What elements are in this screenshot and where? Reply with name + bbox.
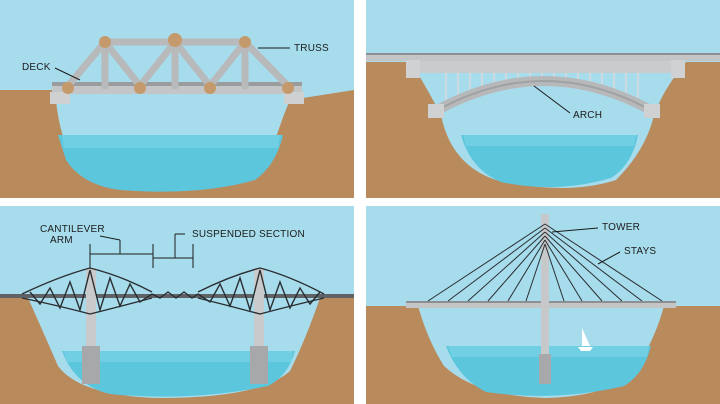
truss-label: TRUSS [294, 43, 329, 54]
cantilever-label-line2: ARM [50, 235, 73, 246]
cable-stayed-bridge-illustration [366, 206, 720, 404]
stays-label: STAYS [624, 246, 657, 257]
stay-cables [427, 223, 663, 302]
cantilever-bridge-illustration [0, 206, 354, 404]
tower-label: TOWER [602, 222, 641, 233]
arch-bridge-panel: ARCH [366, 0, 720, 198]
arch-label: ARCH [573, 110, 603, 121]
cantilever-label-line1: CANTILEVER [40, 224, 105, 235]
suspended-section-label: SUSPENDED SECTION [192, 229, 305, 240]
cable-stayed-bridge-panel: TOWER STAYS [366, 206, 720, 404]
truss-bridge-illustration [0, 0, 354, 198]
deck-label: DECK [22, 62, 51, 73]
cantilever-bridge-panel: CANTILEVER ARM SUSPENDED SECTION [0, 206, 354, 404]
truss-bridge-panel: TRUSS DECK [0, 0, 354, 198]
arch-bridge-illustration [366, 0, 720, 198]
